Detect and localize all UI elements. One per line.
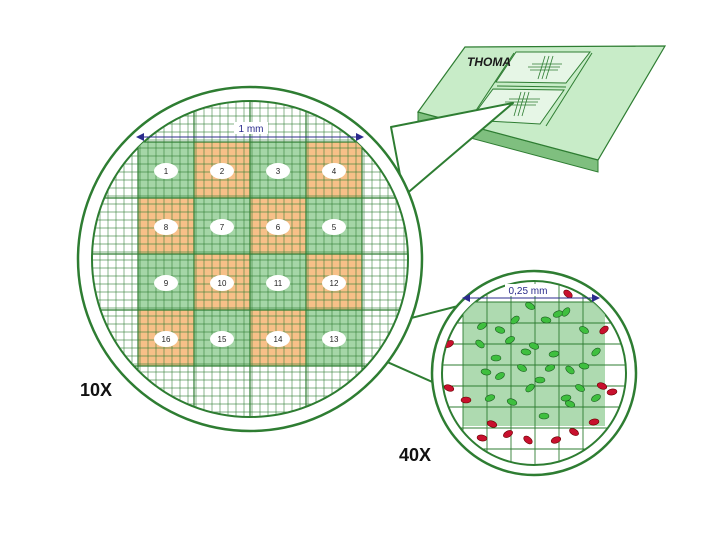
cell-green: [548, 350, 560, 358]
cell-green: [591, 394, 601, 402]
cell-red: [569, 428, 579, 436]
cell-green: [591, 347, 601, 357]
cell-green: [510, 315, 520, 325]
cell-red: [486, 420, 498, 428]
cell-green: [544, 364, 556, 372]
square-label-badge: [154, 275, 178, 291]
square-number: 9: [164, 279, 169, 288]
cell-red: [588, 418, 600, 426]
square-number: 1: [164, 167, 169, 176]
cell-green: [494, 326, 506, 334]
cell-red: [596, 382, 608, 390]
slide-grid-upper: [528, 55, 562, 80]
square-label-badge: [266, 331, 290, 347]
square-label-badge: [210, 219, 234, 235]
square-number: 7: [220, 223, 225, 232]
cell-green: [561, 307, 571, 317]
square-number: 4: [332, 167, 337, 176]
square-label-badge: [322, 275, 346, 291]
square-label-badge: [154, 163, 178, 179]
cell-green: [575, 384, 585, 392]
cell-green: [525, 383, 535, 393]
cell-red: [523, 435, 533, 445]
square-label-badge: [266, 163, 290, 179]
cell-green: [480, 368, 492, 376]
square-number: 14: [274, 335, 283, 344]
cell-red: [503, 430, 513, 438]
cell-red: [606, 388, 618, 396]
slide-chamber-upper: [495, 51, 592, 84]
magnification-40x-label: 40X: [399, 445, 431, 465]
cell-green: [495, 372, 505, 380]
square-label-badge: [322, 219, 346, 235]
square-number: 3: [276, 167, 281, 176]
square-label-badge: [154, 219, 178, 235]
cell-red: [476, 434, 488, 442]
cell-green: [579, 326, 589, 334]
square-label-badge: [266, 275, 290, 291]
cell-green: [517, 364, 527, 372]
cell-green: [540, 316, 552, 324]
cell-green: [475, 339, 485, 349]
cell-green: [534, 376, 546, 384]
scale-label-025mm: 0,25 mm: [509, 286, 548, 297]
cell-green: [525, 302, 535, 310]
square-label-badge: [210, 275, 234, 291]
cell-red: [550, 436, 562, 444]
square-number: 8: [164, 223, 169, 232]
slide-groove-right: [545, 52, 593, 127]
square-number: 16: [162, 335, 171, 344]
cell-green: [484, 394, 496, 402]
cell-green: [505, 336, 515, 344]
cell-green: [565, 365, 575, 375]
cell-green: [564, 400, 576, 408]
square-number: 2: [220, 167, 225, 176]
cell-red: [460, 396, 472, 404]
cell-green: [490, 354, 502, 362]
square-label-badge: [154, 331, 178, 347]
view-40x: 0,25 mm: [430, 269, 638, 477]
square-number: 12: [330, 279, 339, 288]
square-label-badge: [210, 331, 234, 347]
square-label-badge: [266, 219, 290, 235]
slide-grid-lower: [505, 91, 540, 117]
square-number: 15: [218, 335, 227, 344]
magnification-10x-label: 10X: [80, 380, 112, 400]
square-number: 13: [330, 335, 339, 344]
cell-green: [528, 342, 540, 350]
cell-green: [578, 362, 590, 370]
square-label-badge: [210, 163, 234, 179]
square-number: 11: [274, 279, 283, 288]
square-label-badge: [322, 331, 346, 347]
cell-green: [506, 398, 518, 406]
slide-label: THOMA: [467, 55, 511, 69]
cell-green: [538, 412, 550, 420]
cell-red: [443, 384, 455, 392]
square-number: 6: [276, 223, 281, 232]
cell-green: [477, 322, 487, 330]
cell-red: [599, 325, 609, 335]
callout-slide-to-10x: [390, 102, 514, 197]
thoma-slide: THOMA: [417, 45, 667, 173]
square-number: 10: [218, 279, 227, 288]
scale-label-1mm: 1 mm: [239, 124, 264, 135]
square-number: 5: [332, 223, 337, 232]
square-label-badge: [322, 163, 346, 179]
cell-green: [520, 348, 532, 356]
